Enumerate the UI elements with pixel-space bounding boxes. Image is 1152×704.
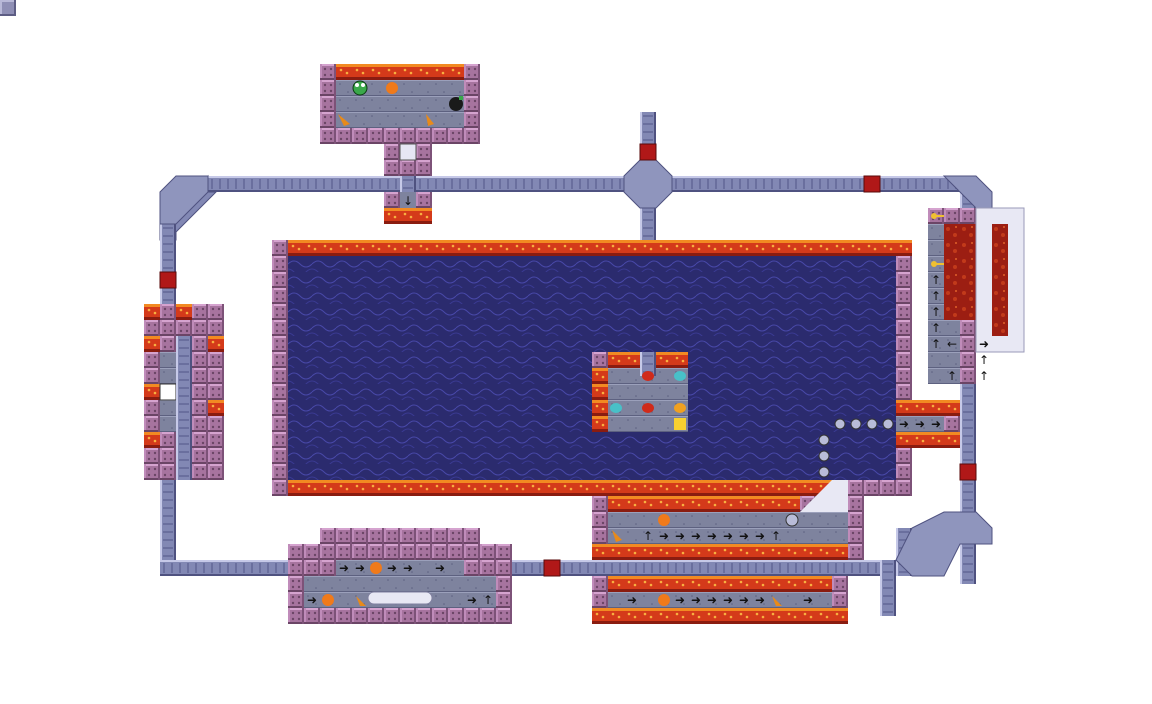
track-bumpers bbox=[159, 143, 977, 577]
svg-text:↑: ↑ bbox=[643, 529, 653, 543]
peach-icon bbox=[322, 82, 670, 606]
svg-text:➜: ➜ bbox=[659, 529, 669, 543]
key-icon bbox=[931, 213, 944, 267]
svg-text:↑: ↑ bbox=[483, 593, 493, 607]
svg-text:←: ← bbox=[947, 337, 957, 351]
svg-text:➜: ➜ bbox=[915, 417, 925, 431]
svg-text:➜: ➜ bbox=[707, 529, 717, 543]
svg-text:➜: ➜ bbox=[723, 529, 733, 543]
svg-text:➜: ➜ bbox=[387, 561, 397, 575]
room-left-side bbox=[144, 304, 224, 480]
svg-text:➜: ➜ bbox=[707, 593, 717, 607]
svg-text:↑: ↑ bbox=[931, 337, 941, 351]
svg-text:➜: ➜ bbox=[931, 417, 941, 431]
svg-text:➜: ➜ bbox=[339, 561, 349, 575]
svg-text:➜: ➜ bbox=[739, 593, 749, 607]
svg-text:↑: ↑ bbox=[931, 289, 941, 303]
blob-monster-icon bbox=[610, 371, 686, 430]
corner-tile bbox=[0, 0, 16, 16]
svg-text:↑: ↑ bbox=[771, 529, 781, 543]
svg-text:➜: ➜ bbox=[979, 337, 989, 351]
svg-text:➜: ➜ bbox=[467, 593, 477, 607]
svg-text:↑: ↑ bbox=[979, 369, 989, 383]
svg-text:↑: ↑ bbox=[931, 321, 941, 335]
svg-text:➜: ➜ bbox=[755, 593, 765, 607]
svg-text:↑: ↑ bbox=[947, 369, 957, 383]
svg-text:➜: ➜ bbox=[403, 561, 413, 575]
svg-text:↓: ↓ bbox=[403, 194, 413, 208]
svg-text:➜: ➜ bbox=[755, 529, 765, 543]
svg-text:➜: ➜ bbox=[739, 529, 749, 543]
arrow-conveyor-icon: ➜ ➜ ➜ ➜ ➜ ➜ ➜ ↑ ↑ ➜ ➜ ➜ ➜ ➜ ➜ ➜ ↑ ➜ ➜ ➜ ➜ ➜ ➜ ➜ ➜ ➜ ➜ ➜ ↑… bbox=[307, 273, 989, 607]
room-bottom-left bbox=[288, 528, 512, 624]
svg-text:↑: ↑ bbox=[931, 305, 941, 319]
marble-icon bbox=[785, 418, 894, 527]
svg-text:➜: ➜ bbox=[675, 529, 685, 543]
room-right-side bbox=[896, 207, 1025, 448]
svg-text:↑: ↑ bbox=[931, 273, 941, 287]
svg-text:➜: ➜ bbox=[899, 417, 909, 431]
svg-text:➜: ➜ bbox=[691, 593, 701, 607]
carrot-icon bbox=[338, 114, 782, 606]
svg-text:➜: ➜ bbox=[355, 561, 365, 575]
svg-text:➜: ➜ bbox=[307, 593, 317, 607]
rail-junctions bbox=[159, 159, 993, 577]
room-top-left: ↓ bbox=[320, 64, 480, 224]
svg-text:➜: ➜ bbox=[627, 593, 637, 607]
player-frog-icon[interactable] bbox=[352, 80, 368, 96]
svg-text:➜: ➜ bbox=[675, 593, 685, 607]
bomb-icon bbox=[449, 96, 463, 111]
svg-text:↑: ↑ bbox=[979, 353, 989, 367]
svg-text:➜: ➜ bbox=[723, 593, 733, 607]
room-central-island bbox=[592, 352, 688, 432]
svg-text:➜: ➜ bbox=[803, 593, 813, 607]
svg-text:➜: ➜ bbox=[691, 529, 701, 543]
items: ➜ ➜ ➜ ➜ ➜ ➜ ➜ ↑ ↑ ➜ ➜ ➜ ➜ ➜ ➜ ➜ ↑ ➜ ➜ ➜ ➜ ➜ ➜ ➜ ➜ ➜ ➜ ➜ ↑… bbox=[307, 80, 989, 607]
svg-text:➜: ➜ bbox=[435, 561, 445, 575]
